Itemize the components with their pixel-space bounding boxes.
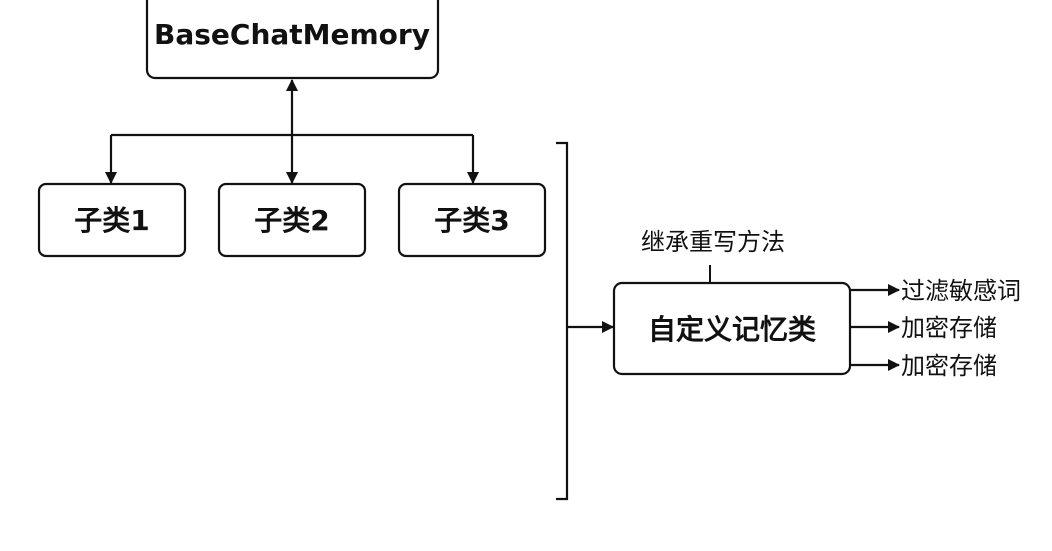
- custom-class-label: 自定义记忆类: [648, 313, 816, 346]
- output-label-3: 加密存储: [901, 352, 997, 380]
- output-label-2: 加密存储: [901, 314, 997, 342]
- base-class-label: BaseChatMemory: [154, 18, 430, 51]
- override-annotation: 继承重写方法: [641, 228, 785, 256]
- output-label-1: 过滤敏感词: [901, 277, 1021, 305]
- subclass-box-3: 子类3: [397, 182, 547, 258]
- subclass-box-2: 子类2: [217, 182, 367, 258]
- base-class-box: BaseChatMemory: [145, 0, 440, 80]
- subclass-label-1: 子类1: [74, 204, 149, 237]
- custom-class-box: 自定义记忆类: [612, 281, 852, 376]
- bracket: [556, 141, 569, 501]
- subclass-box-1: 子类1: [37, 182, 187, 258]
- subclass-label-2: 子类2: [254, 204, 329, 237]
- subclass-label-3: 子类3: [434, 204, 509, 237]
